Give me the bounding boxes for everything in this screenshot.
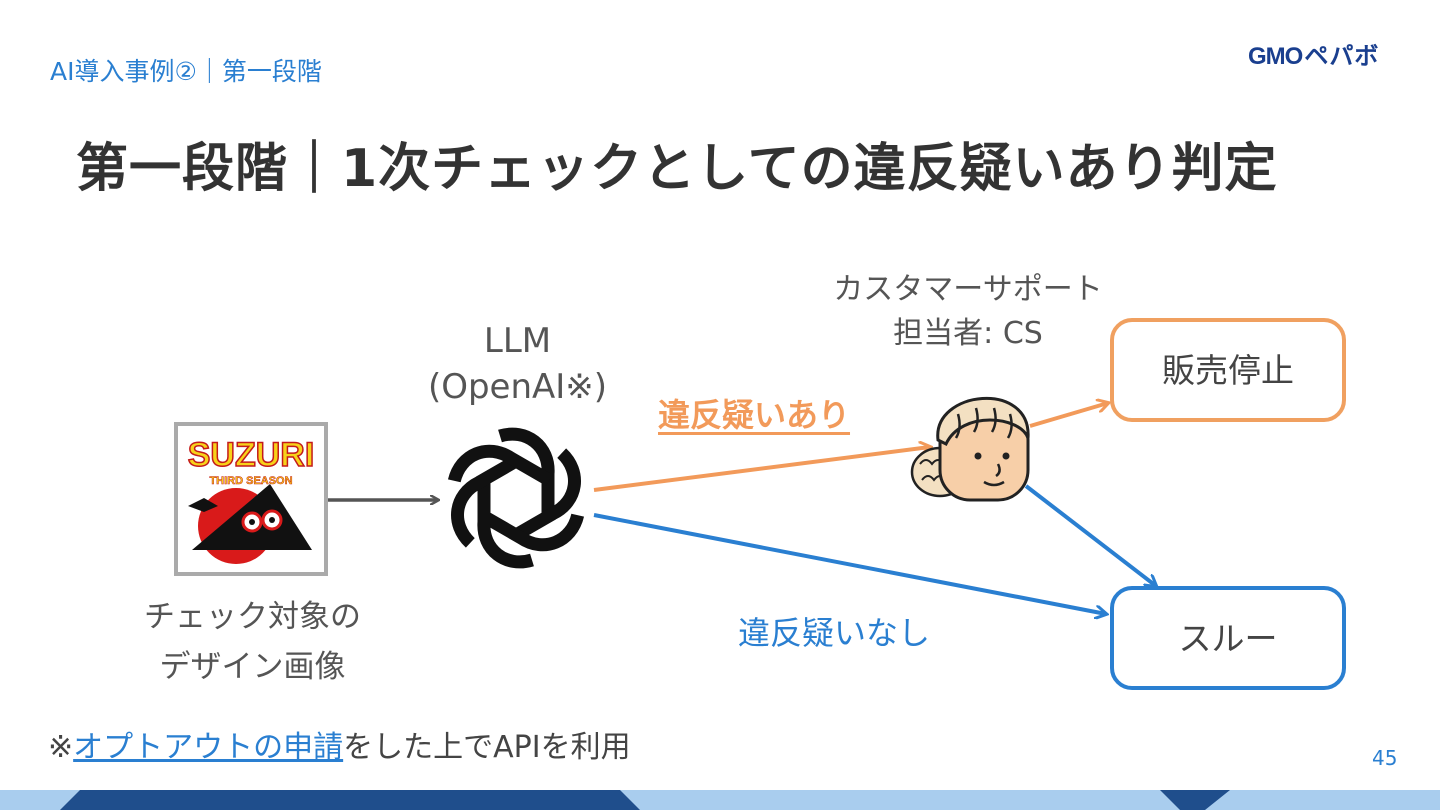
page-number: 45 [1372,746,1398,770]
violation-suspected-label: 違反疑いあり [658,396,851,434]
arrow-cs-to-pass [1024,484,1156,586]
no-violation-label: 違反疑いなし [738,614,931,652]
pass-through-box: スルー [1110,586,1346,690]
footnote-prefix: ※ [48,730,74,765]
image-subtitle-text: THIRD SEASON [209,475,292,487]
target-label-line1: チェック対象の [144,599,361,635]
bottom-bar [0,790,1440,810]
opt-out-link[interactable]: オプトアウトの申請 [73,730,344,765]
footnote: ※オプトアウトの申請をした上でAPIを利用 [48,722,631,766]
cs-label: カスタマーサポート 担当者: CS [818,268,1118,356]
section-label: AI導入事例②｜第一段階 [50,57,322,86]
target-image-label: チェック対象の デザイン画像 [110,592,395,692]
image-title-text: SUZURI [188,436,315,474]
target-label-line2: デザイン画像 [159,649,346,685]
cs-avatar-icon [910,396,1030,502]
arrow-cs-to-stop [1029,403,1108,428]
arrow-llm-to-pass [593,513,1106,614]
llm-label-line1: LLM [483,321,552,361]
logo-gmo: GMO [1248,43,1303,70]
sales-stop-box: 販売停止 [1110,318,1346,422]
company-logo: GMOペパボ [1248,36,1379,71]
slide-title: 第一段階｜1次チェックとしての違反疑いあり判定 [76,139,1278,199]
logo-pepabo: ペパボ [1304,43,1380,70]
arrow-llm-to-cs [593,447,930,492]
cs-label-line2: 担当者: CS [893,316,1043,351]
openai-icon [447,427,585,569]
footnote-suffix: をした上でAPIを利用 [343,730,631,765]
design-image: SUZURI THIRD SEASON [174,422,328,576]
llm-label: LLM (OpenAI※) [405,318,630,410]
llm-label-line2: (OpenAI※) [427,367,608,407]
cs-label-line1: カスタマーサポート [833,272,1103,307]
